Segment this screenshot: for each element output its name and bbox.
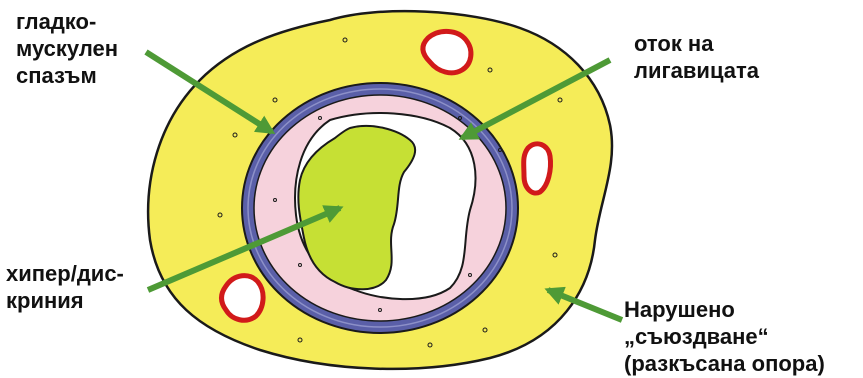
blood-vessel-right (524, 144, 551, 193)
blood-vessel-bottom-left (222, 276, 264, 321)
spasm-label-line-1: гладко- (16, 8, 118, 35)
hypersecretion-label: хипер/дис- криния (6, 260, 124, 314)
tethering-label-line-1: Нарушено (624, 296, 825, 323)
mucosal-edema-label: оток на лигавицата (634, 30, 759, 84)
hypersecretion-label-line-1: хипер/дис- (6, 260, 124, 287)
tethering-label-line-2: „съюздване“ (624, 323, 825, 350)
tethering-label-line-3: (разкъсана опора) (624, 350, 825, 377)
smooth-muscle-spasm-label: гладко- мускулен спазъм (16, 8, 118, 89)
hypersecretion-label-line-2: криния (6, 287, 124, 314)
impaired-tethering-label: Нарушено „съюздване“ (разкъсана опора) (624, 296, 825, 377)
edema-label-line-1: оток на (634, 30, 759, 57)
edema-label-line-2: лигавицата (634, 57, 759, 84)
spasm-label-line-3: спазъм (16, 62, 118, 89)
spasm-label-line-2: мускулен (16, 35, 118, 62)
